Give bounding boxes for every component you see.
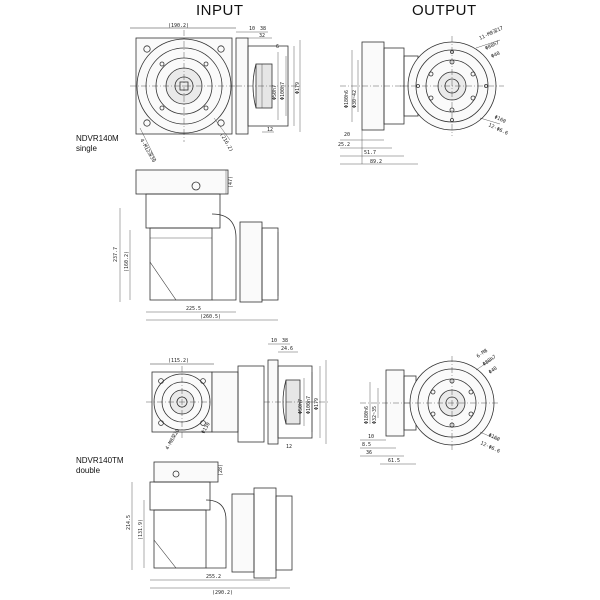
dim-shaft: Φ50h7 <box>272 85 278 100</box>
dim-d2: 38 <box>282 338 288 344</box>
dim-l1: 10 <box>368 434 374 440</box>
dim-l2: 25.2 <box>338 142 350 148</box>
dim-d3: 32 <box>259 33 265 39</box>
dim-pcd: (216.2) <box>218 132 234 153</box>
dim-bolt: 4-M12深30 <box>138 138 157 164</box>
dim-l3: 51.7 <box>364 150 376 156</box>
dim-h2: 214.5 <box>126 515 132 530</box>
dim-od: Φ180h6 <box>364 406 370 424</box>
single-output-front-view <box>400 36 504 136</box>
dim-boss: Φ100h7 <box>306 396 312 414</box>
dim-id: Φ32~35 <box>372 406 378 424</box>
dim-gap: 12 <box>286 444 292 450</box>
dim-small: 12-Φ6.6 <box>487 122 509 136</box>
dim-bore: Φ40 <box>488 366 499 376</box>
model-name: NDVR140M <box>76 134 119 143</box>
dim-flange: Φ179 <box>295 82 301 94</box>
model-name: NDVR140TM <box>76 456 124 465</box>
dim-l3: 36 <box>366 450 372 456</box>
dim-pcd1: Φ80h7 <box>484 40 500 52</box>
dim-bore: Φ40 <box>490 51 501 60</box>
dim-boss: Φ100h7 <box>280 82 286 100</box>
model-variant: single <box>76 144 97 153</box>
dim-pcd2: Φ160 <box>487 432 500 443</box>
output-header: OUTPUT <box>412 2 477 19</box>
dim-square: (115.2) <box>168 358 189 364</box>
dim-l2: 8.5 <box>362 442 371 448</box>
dim-key: 6 <box>276 44 279 50</box>
dim-h1: (28) <box>218 464 224 476</box>
dim-pcd2: Φ160 <box>493 114 506 125</box>
dim-d2: 38 <box>260 26 266 32</box>
single-input-front-view <box>130 27 238 161</box>
dim-d1: 10 <box>249 26 255 32</box>
dim-holes: 6-M8 <box>476 348 489 360</box>
input-header: INPUT <box>196 2 244 19</box>
double-input-front-view <box>146 363 265 443</box>
single-elevation-view <box>119 169 279 321</box>
dim-square: (190.2) <box>168 23 189 29</box>
double-output-front-view <box>404 356 500 450</box>
dim-l4: 89.2 <box>370 159 382 165</box>
double-elevation-view <box>131 461 293 589</box>
dim-h2: 237.7 <box>113 247 119 262</box>
dim-id: Φ30~42 <box>352 90 358 108</box>
dim-gap: 12 <box>267 127 273 133</box>
dim-h3: (131.9) <box>138 519 144 540</box>
dim-l4: 61.5 <box>388 458 400 464</box>
single-input-side-section <box>235 31 301 135</box>
model-variant: double <box>76 466 101 475</box>
dim-od: Φ180h6 <box>344 90 350 108</box>
dim-w2: (260.5) <box>200 314 221 320</box>
dim-w2: (290.2) <box>212 590 233 596</box>
dim-w1: 225.5 <box>186 306 201 312</box>
dim-h3: (160.2) <box>124 251 130 272</box>
model-label-single: NDVR140M single <box>76 134 119 154</box>
dim-w1: 255.2 <box>206 574 221 580</box>
model-label-double: NDVR140TM double <box>76 456 124 476</box>
dim-pcd: Φ130 <box>201 422 212 435</box>
dim-d1: 10 <box>271 338 277 344</box>
double-input-side-section <box>264 343 330 445</box>
dim-holes: 11-M8深17 <box>478 24 505 41</box>
dim-flange: Φ179 <box>314 398 320 410</box>
dim-l1: 20 <box>344 132 350 138</box>
dim-shaft: Φ50h7 <box>298 399 304 414</box>
dim-h1: (47) <box>228 176 234 188</box>
dim-d3: 24.6 <box>281 346 293 352</box>
